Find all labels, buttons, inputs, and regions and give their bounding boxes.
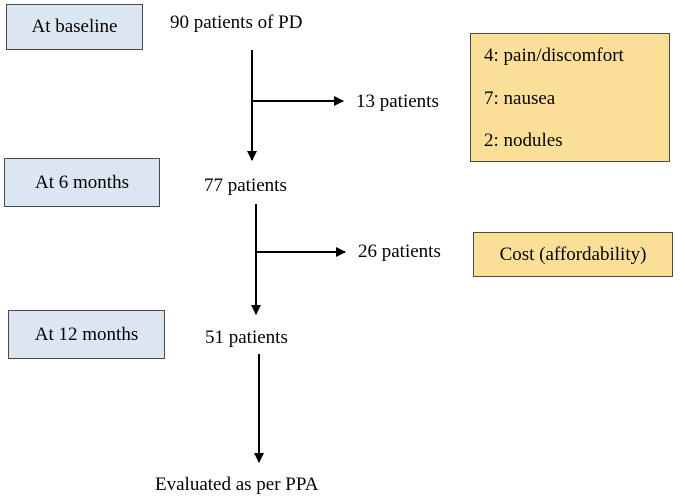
reason-pain: 4: pain/discomfort bbox=[484, 45, 624, 66]
stage-baseline-box: At baseline bbox=[6, 4, 143, 50]
count-12-months: 51 patients bbox=[205, 327, 288, 348]
reason-box-first: 4: pain/discomfort 7: nausea 2: nodules bbox=[470, 33, 670, 162]
stage-6-months-box: At 6 months bbox=[4, 158, 160, 207]
dropout-first: 13 patients bbox=[356, 91, 439, 112]
count-start: 90 patients of PD bbox=[170, 12, 303, 33]
reason-box-second: Cost (affordability) bbox=[473, 232, 673, 277]
stage-6-months-label: At 6 months bbox=[35, 171, 129, 193]
count-final: Evaluated as per PPA bbox=[155, 474, 319, 495]
count-6-months: 77 patients bbox=[204, 175, 287, 196]
reason-nausea: 7: nausea bbox=[484, 88, 556, 109]
reason-nodules: 2: nodules bbox=[484, 130, 563, 151]
stage-12-months-box: At 12 months bbox=[8, 310, 165, 359]
reason-cost: Cost (affordability) bbox=[499, 243, 647, 265]
stage-baseline-label: At baseline bbox=[31, 16, 118, 37]
stage-12-months-label: At 12 months bbox=[34, 323, 139, 345]
dropout-second: 26 patients bbox=[358, 241, 441, 262]
